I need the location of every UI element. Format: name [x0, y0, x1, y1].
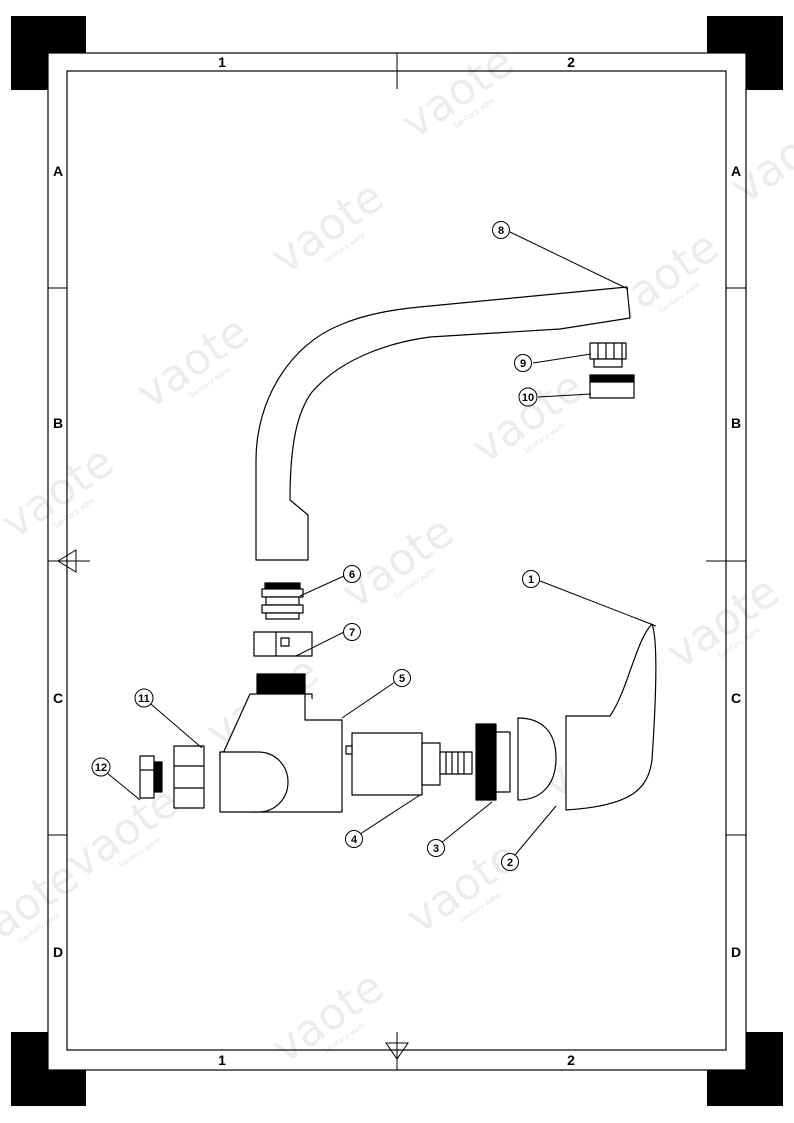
callout-10: 10	[518, 387, 538, 407]
callout-11: 11	[134, 688, 154, 708]
threaded-adapter-part	[261, 582, 304, 620]
leader-lines	[100, 231, 657, 862]
zone-row-left-c: C	[53, 690, 63, 706]
callout-2: 2	[501, 853, 519, 871]
zone-row-right-c: C	[731, 690, 741, 706]
callout-8-label: 8	[498, 225, 504, 237]
handle-lever-part	[565, 623, 657, 811]
callout-5-label: 5	[399, 673, 405, 685]
callout-4: 4	[345, 830, 363, 848]
spout-part	[255, 286, 631, 561]
zone-row-right-a: A	[731, 163, 741, 179]
end-cap-nut-part	[173, 745, 205, 809]
zone-row-left-d: D	[53, 944, 63, 960]
zone-col-top-2: 2	[567, 54, 575, 70]
valve-body-part	[219, 673, 343, 813]
cartridge-part	[345, 732, 473, 796]
zone-col-bottom-1: 1	[218, 1052, 226, 1068]
callout-7: 7	[343, 623, 361, 641]
cover-cap-part	[517, 717, 557, 801]
zone-row-right-d: D	[731, 944, 741, 960]
callout-7-label: 7	[349, 627, 355, 639]
aerator-part	[589, 342, 627, 368]
zone-labels: 1 2 1 2 A B C D A B C D	[53, 54, 741, 1068]
callout-10-label: 10	[522, 392, 534, 404]
bonnet-nut-part	[475, 723, 511, 801]
callout-12: 12	[91, 757, 111, 777]
callout-3: 3	[427, 839, 445, 857]
callout-5: 5	[393, 669, 411, 687]
zone-col-top-1: 1	[218, 54, 226, 70]
callout-8: 8	[492, 221, 510, 239]
zone-row-right-b: B	[731, 415, 741, 431]
zone-col-bottom-2: 2	[567, 1052, 575, 1068]
callout-12-label: 12	[95, 762, 107, 774]
callout-9-label: 9	[520, 358, 526, 370]
callout-3-label: 3	[433, 843, 439, 855]
drawing-frame	[47, 52, 747, 1071]
callout-2-label: 2	[507, 857, 513, 869]
zone-row-left-b: B	[53, 415, 63, 431]
callout-11-label: 11	[138, 693, 150, 705]
nut-part	[253, 631, 313, 657]
aerator-housing-part	[589, 374, 635, 399]
centering-arrows	[57, 549, 409, 1060]
callout-1: 1	[522, 570, 540, 588]
callout-9: 9	[514, 354, 532, 372]
callout-4-label: 4	[351, 834, 358, 846]
valve-body-cap-part	[219, 751, 289, 813]
callout-6: 6	[343, 565, 361, 583]
plug-part	[139, 755, 163, 799]
callout-1-label: 1	[528, 574, 534, 586]
callout-6-label: 6	[349, 569, 355, 581]
callouts: 1 2 3 4 5 6 7 8 9 10 11 12	[91, 221, 540, 871]
zone-row-left-a: A	[53, 163, 63, 179]
zone-ticks	[48, 53, 746, 1070]
